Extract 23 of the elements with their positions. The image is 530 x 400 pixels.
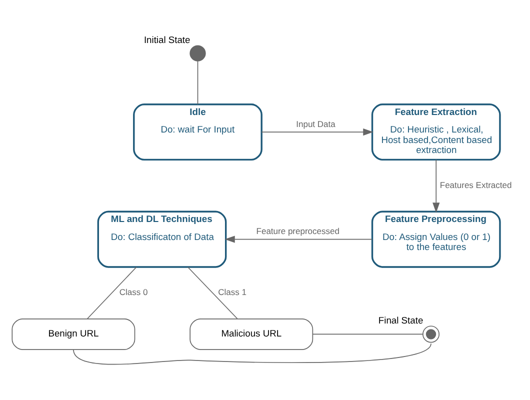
- connector: [86, 266, 137, 320]
- node-label: Final State: [378, 315, 424, 326]
- node-box: Benign URL: [12, 318, 136, 350]
- edge-label: Input Data: [296, 118, 336, 129]
- arrow: [432, 159, 440, 213]
- arrow: [261, 128, 374, 136]
- edge-label: Class 0: [119, 287, 148, 298]
- connector: [197, 60, 198, 105]
- connector: [73, 343, 432, 365]
- edge-label: Features Extracted: [440, 180, 512, 190]
- node-box: Malicious URL: [190, 318, 314, 350]
- connector: [312, 334, 424, 335]
- node-box: Idle Do: wait For Input: [133, 104, 262, 161]
- edge-label: Class 1: [218, 287, 246, 298]
- node-label: Initial State: [144, 34, 190, 45]
- node-circle: [422, 326, 440, 343]
- edge-label: Feature preprocessed: [256, 226, 340, 236]
- node-box: Feature Preprocessing Do: Assign Values (0 or 1) to the features: [371, 210, 501, 268]
- node-box: Feature Extraction Do: Heuristic , Lexical, Host based,Content based extraction: [371, 104, 501, 161]
- node-box: ML and DL Techniques Do: Classificaton of Data: [97, 210, 227, 268]
- node-circle: [190, 45, 206, 62]
- connector: [187, 266, 238, 320]
- arrow: [224, 236, 373, 243]
